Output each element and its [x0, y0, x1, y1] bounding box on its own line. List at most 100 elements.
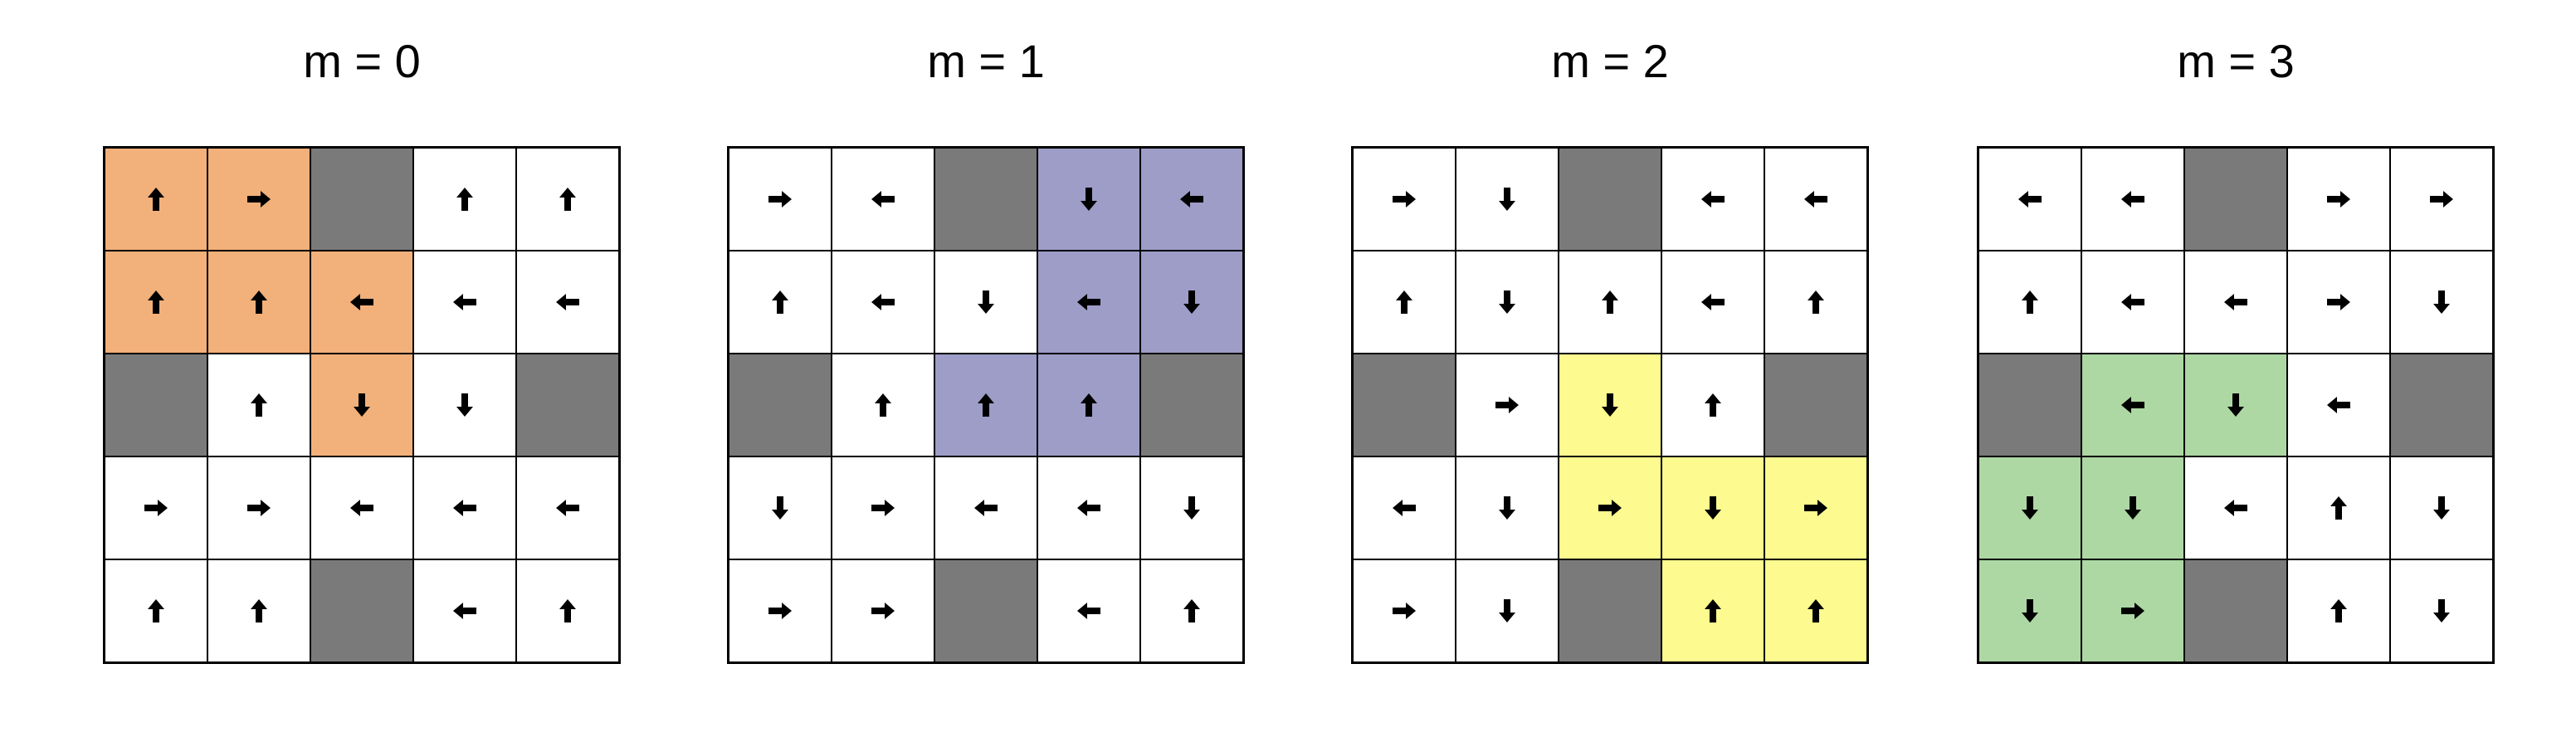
grid-cell [310, 456, 413, 559]
grid-cell [516, 251, 619, 354]
panel-m3: m = 3 [1977, 0, 2495, 742]
grid-cell [1764, 456, 1867, 559]
arrow-up-icon [1183, 599, 1200, 622]
grid-cell [1978, 251, 2081, 354]
arrow-left-icon [1701, 191, 1725, 207]
arrow-up-icon [1808, 599, 1824, 622]
arrow-right-icon [144, 500, 168, 516]
arrow-left-icon [871, 191, 895, 207]
wall-cell [2184, 559, 2287, 662]
grid-cell [413, 251, 516, 354]
wall-cell [310, 148, 413, 251]
arrow-right-icon [2121, 603, 2144, 619]
arrow-left-icon [1393, 500, 1416, 516]
grid-cell [413, 354, 516, 456]
arrow-left-icon [1804, 191, 1827, 207]
grid-cell [1353, 251, 1456, 354]
arrow-down-icon [2433, 496, 2450, 520]
arrow-down-icon [2433, 290, 2450, 314]
grid-cell [1764, 559, 1867, 662]
grid-cell [1037, 456, 1140, 559]
grid-cell [516, 559, 619, 662]
arrow-right-icon [871, 500, 895, 516]
grid-cell [729, 456, 832, 559]
arrow-left-icon [1180, 191, 1203, 207]
arrow-up-icon [456, 188, 473, 211]
grid-cell [832, 559, 934, 662]
grid-cell [1661, 148, 1764, 251]
arrow-up-icon [148, 188, 164, 211]
grid-cell [516, 148, 619, 251]
arrow-left-icon [1701, 294, 1725, 310]
arrow-left-icon [453, 603, 476, 619]
arrow-left-icon [2224, 500, 2247, 516]
arrow-left-icon [453, 500, 476, 516]
panel-title: m = 1 [927, 35, 1045, 87]
arrow-up-icon [148, 290, 164, 314]
arrow-down-icon [2022, 599, 2038, 622]
grid-cell [1140, 148, 1243, 251]
grid [103, 146, 621, 664]
arrow-right-icon [247, 191, 271, 207]
grid-cell [310, 251, 413, 354]
arrow-left-icon [1077, 500, 1100, 516]
grid-cell [1140, 251, 1243, 354]
grid-cell [310, 354, 413, 456]
grid-cell [2081, 559, 2184, 662]
grid-cell [1978, 148, 2081, 251]
arrow-down-icon [2125, 496, 2141, 520]
grid-cell [1978, 456, 2081, 559]
arrow-up-icon [251, 599, 267, 622]
grid-cell [1037, 148, 1140, 251]
arrow-left-icon [350, 294, 373, 310]
wall-cell [2390, 354, 2493, 456]
grid-cell [1559, 251, 1661, 354]
arrow-left-icon [2121, 191, 2144, 207]
grid-cell [1456, 251, 1559, 354]
arrow-left-icon [974, 500, 998, 516]
grid [1977, 146, 2495, 664]
arrow-up-icon [251, 393, 267, 417]
arrow-left-icon [2121, 294, 2144, 310]
grid-cell [207, 559, 310, 662]
arrow-up-icon [875, 393, 891, 417]
arrow-right-icon [1495, 397, 1519, 413]
arrow-up-icon [148, 599, 164, 622]
grid-cell [105, 251, 207, 354]
wall-cell [516, 354, 619, 456]
wall-cell [934, 559, 1037, 662]
grid-cell [1978, 559, 2081, 662]
grid-cell [2390, 456, 2493, 559]
grid-cell [832, 251, 934, 354]
grid-cell [1456, 456, 1559, 559]
arrow-left-icon [350, 500, 373, 516]
arrow-right-icon [2430, 191, 2453, 207]
grid-cell [1764, 148, 1867, 251]
wall-cell [310, 559, 413, 662]
grid-cell [2390, 251, 2493, 354]
grid-cell [2390, 148, 2493, 251]
arrow-left-icon [1077, 294, 1100, 310]
arrow-left-icon [1077, 603, 1100, 619]
arrow-down-icon [1602, 393, 1618, 417]
arrow-left-icon [2224, 294, 2247, 310]
arrow-down-icon [1081, 188, 1097, 211]
grid-cell [1037, 354, 1140, 456]
arrow-up-icon [251, 290, 267, 314]
arrow-right-icon [1393, 603, 1416, 619]
grid-cell [1661, 559, 1764, 662]
arrow-left-icon [453, 294, 476, 310]
arrow-right-icon [1598, 500, 1622, 516]
arrow-right-icon [247, 500, 271, 516]
grid-cell [2287, 559, 2390, 662]
arrow-right-icon [1804, 500, 1827, 516]
grid-cell [934, 354, 1037, 456]
arrow-down-icon [1183, 290, 1200, 314]
wall-cell [2184, 148, 2287, 251]
grid-cell [832, 148, 934, 251]
arrow-up-icon [1396, 290, 1412, 314]
grid-cell [2287, 251, 2390, 354]
grid-cell [1559, 354, 1661, 456]
arrow-down-icon [1705, 496, 1721, 520]
grid-cell [207, 251, 310, 354]
